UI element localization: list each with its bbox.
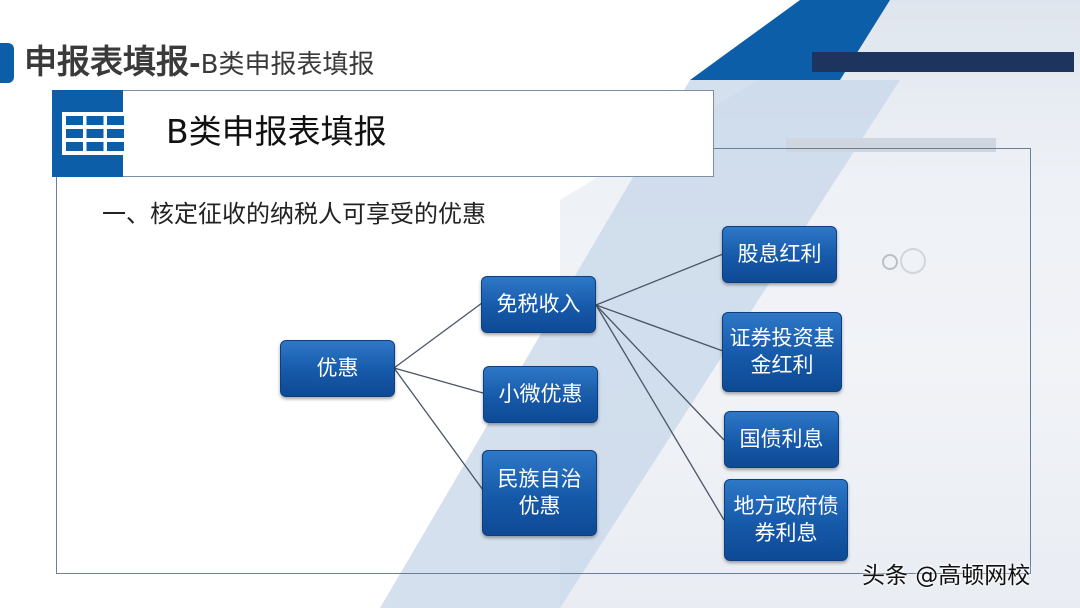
diagram-node-treasury-interest: 国债利息 [724,411,839,468]
node-label: 小微优惠 [498,382,583,406]
node-label: 民族自治 优惠 [497,467,582,518]
node-label: 证券投资基 金红利 [729,326,835,377]
node-label: 优惠 [316,356,359,380]
title-sub: B类申报表填报 [200,50,375,80]
watermark: 头条 @高顿网校 [862,563,1031,589]
node-label: 国债利息 [739,427,824,451]
section-header-title: B类申报表填报 [166,112,387,151]
section-heading: 一、核定征收的纳税人可享受的优惠 [102,200,486,228]
diagram-node-fund-dividends: 证券投资基 金红利 [722,312,842,392]
node-label: 股息红利 [737,242,822,266]
table-grid-icon [62,112,128,155]
diagram-node-dividends: 股息红利 [722,226,837,283]
title-separator: - [189,47,201,80]
section-header-card [52,90,714,177]
diagram-node-ethnic-autonomy: 民族自治 优惠 [482,450,597,536]
slide-title: 申报表填报-B类申报表填报 [24,40,374,84]
node-label: 免税收入 [496,292,581,316]
diagram-node-root: 优惠 [280,340,395,397]
title-main: 申报表填报 [24,42,189,81]
diagram-node-local-bond-interest: 地方政府债 券利息 [724,479,848,561]
title-accent-tab [0,43,14,83]
diagram-node-small-micro: 小微优惠 [483,366,598,423]
background-ceiling-lamp [812,52,1074,72]
diagram-node-tax-exempt-income: 免税收入 [481,276,596,333]
node-label: 地方政府债 券利息 [733,494,839,545]
